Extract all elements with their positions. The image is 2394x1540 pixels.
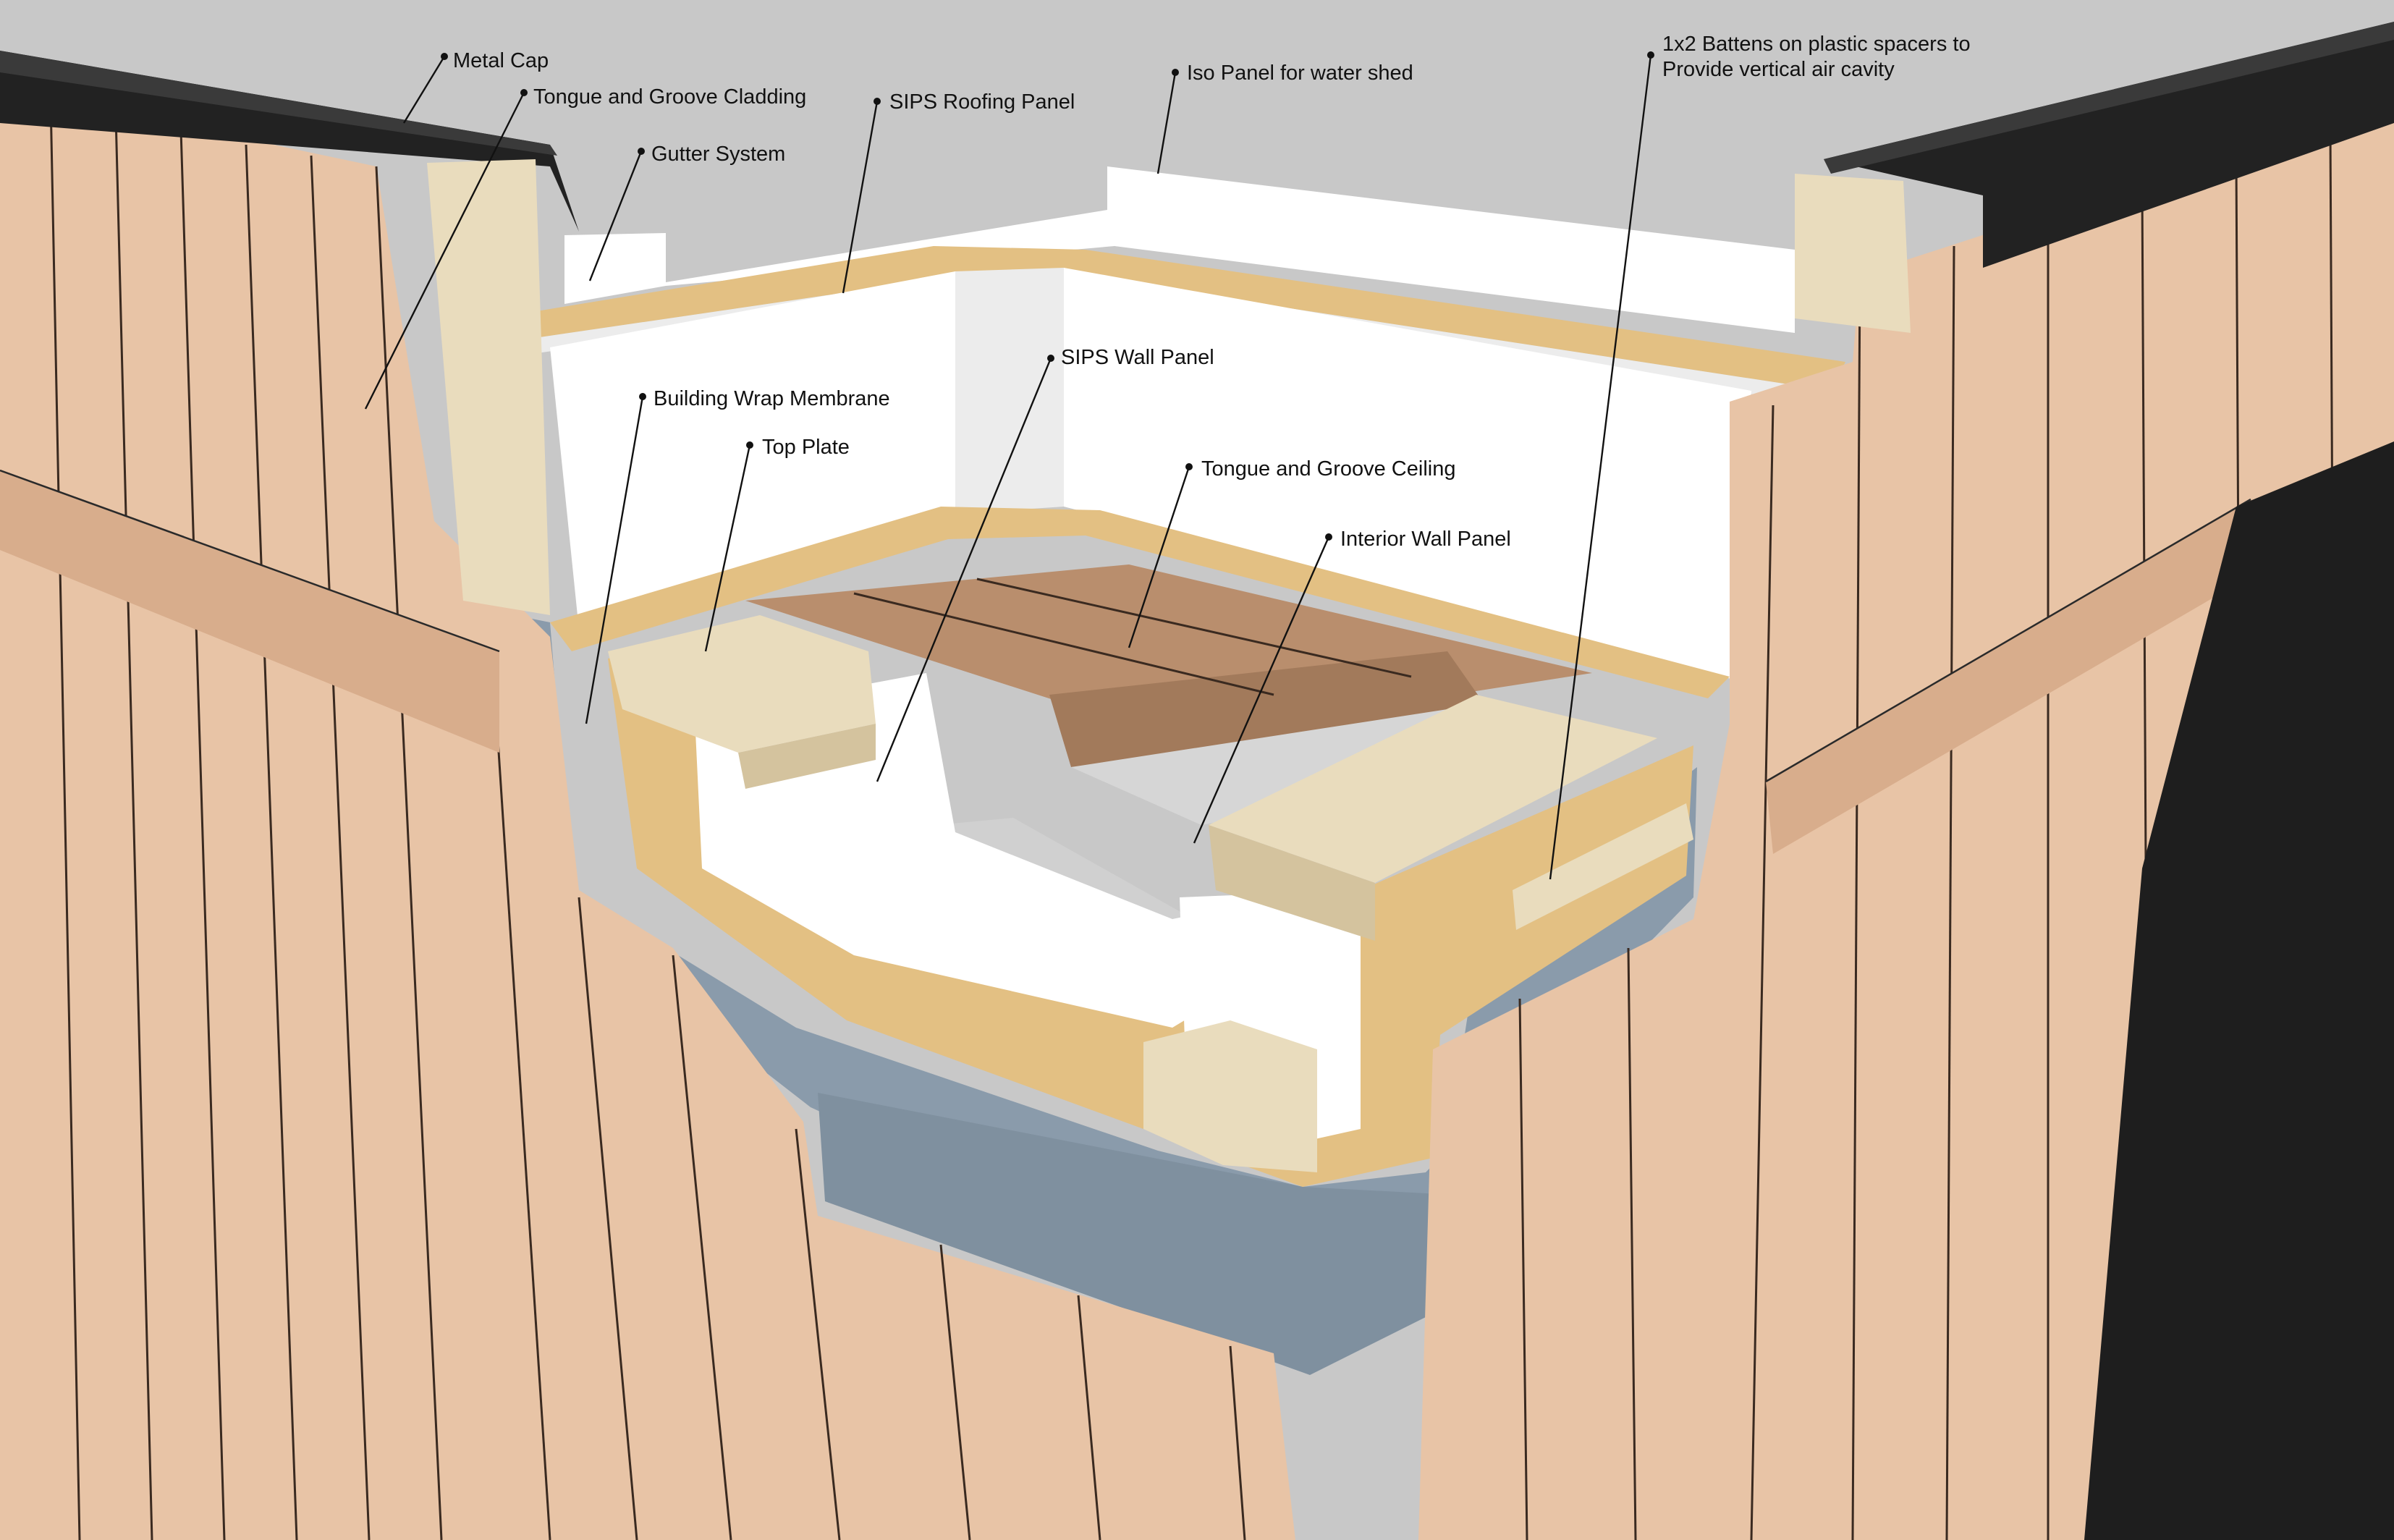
label-metal-cap-text: Metal Cap [453, 49, 549, 72]
label-tongue-groove-ceiling-text: Tongue and Groove Ceiling [1201, 457, 1455, 481]
ceiling-planks-lower [1049, 651, 1498, 767]
left-metal-cap-top [0, 51, 557, 156]
label-tongue-groove-cladding-text: Tongue and Groove Cladding [533, 85, 806, 109]
label-gutter-system: Gutter System [588, 143, 785, 282]
right-metal-cap [1824, 22, 2394, 268]
label-tongue-groove-cladding: Tongue and Groove Cladding [364, 85, 806, 410]
bottom-stud-block [1143, 1020, 1317, 1172]
iso-panel-shape [564, 166, 1795, 333]
sips-roof-osb [449, 246, 1845, 391]
label-gutter-system-text: Gutter System [651, 143, 785, 166]
label-battens-text-line1: 1x2 Battens on plastic spacers to [1662, 33, 1971, 56]
right-dark-frame [2084, 441, 2394, 1540]
right-metal-cap-top [1824, 22, 2394, 174]
left-cladding-boards [49, 101, 1246, 1540]
label-tongue-groove-ceiling: Tongue and Groove Ceiling [1128, 457, 1455, 648]
label-metal-cap: Metal Cap [402, 49, 549, 124]
label-battens: 1x2 Battens on plastic spacers to Provid… [1549, 33, 1971, 880]
top-plate-left-side [738, 724, 876, 789]
label-iso-panel: Iso Panel for water shed [1156, 62, 1413, 174]
left-metal-cap [0, 51, 579, 232]
label-top-plate-text: Top Plate [762, 436, 850, 459]
right-post [1795, 174, 1911, 333]
membrane-front-face [818, 1093, 1440, 1375]
label-building-wrap-text: Building Wrap Membrane [654, 387, 890, 410]
label-battens-text-line2: Provide vertical air cavity [1662, 58, 1895, 81]
plank-joint-1 [853, 592, 1274, 696]
top-plate-right [1209, 695, 1657, 883]
right-batten [1766, 499, 2258, 854]
label-top-plate: Top Plate [704, 436, 850, 652]
top-plate-left [608, 615, 876, 753]
label-sips-wall-panel: SIPS Wall Panel [876, 346, 1214, 782]
left-batten [0, 470, 499, 753]
label-interior-wall-panel-text: Interior Wall Panel [1340, 528, 1511, 551]
label-interior-wall-panel: Interior Wall Panel [1193, 528, 1511, 844]
label-sips-roofing-panel: SIPS Roofing Panel [842, 90, 1075, 294]
plank-joint-2 [976, 578, 1412, 678]
top-plate-right-side [1209, 825, 1375, 941]
label-sips-roofing-panel-text: SIPS Roofing Panel [889, 90, 1075, 114]
label-iso-panel-text: Iso Panel for water shed [1187, 62, 1413, 85]
ceiling-osb-ledge [550, 507, 1730, 698]
interior-back-wall-center [955, 268, 1064, 514]
left-post [427, 159, 550, 615]
sips-wall-osb-outer [608, 622, 1693, 1187]
label-building-wrap: Building Wrap Membrane [585, 387, 890, 724]
small-batten [1513, 803, 1693, 930]
label-sips-wall-panel-text: SIPS Wall Panel [1061, 346, 1214, 369]
interior-back-wall-right [1064, 268, 1751, 680]
